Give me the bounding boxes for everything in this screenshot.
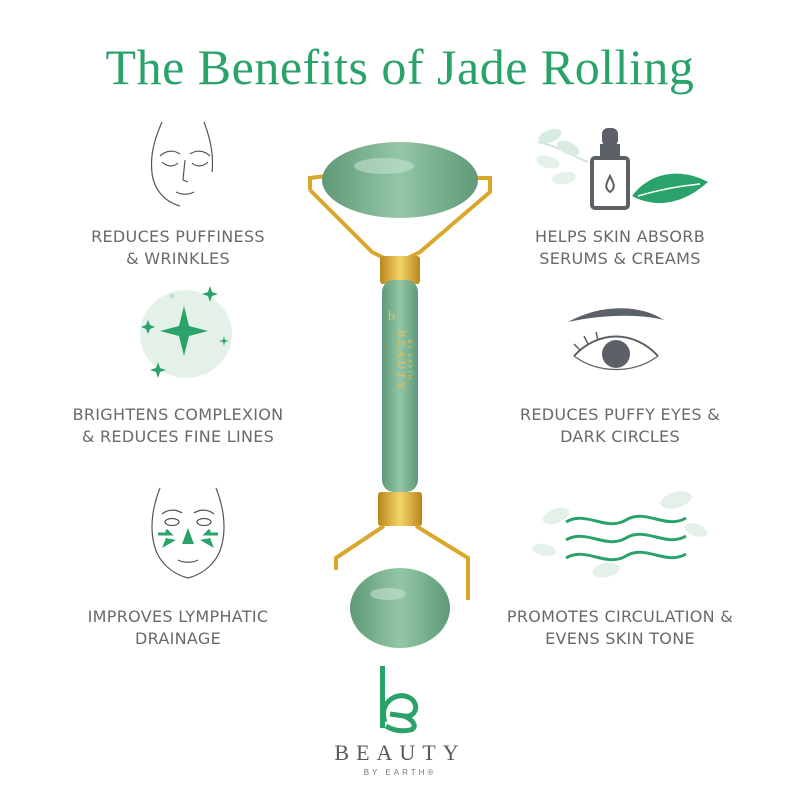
eye-icon [568, 308, 664, 371]
brand-tagline: BY EARTH® [363, 768, 437, 777]
roller-brand-line1: BEAUTY [395, 330, 407, 393]
benefit-line: & REDUCES FINE LINES [81, 427, 275, 446]
benefit-circulation: PROMOTES CIRCULATION & EVENS SKIN TONE [480, 606, 760, 650]
benefit-skin-absorb: HELPS SKIN ABSORB SERUMS & CREAMS [490, 226, 750, 270]
benefit-line: REDUCES PUFFINESS [91, 227, 265, 246]
brand-name: BEAUTY [334, 740, 466, 765]
benefit-line: IMPROVES LYMPHATIC [87, 607, 269, 626]
benefit-puffy-eyes: REDUCES PUFFY EYES & DARK CIRCLES [490, 404, 750, 448]
benefit-lymphatic-drainage: IMPROVES LYMPHATIC DRAINAGE [48, 606, 308, 650]
benefit-line: SERUMS & CREAMS [539, 249, 701, 268]
svg-text:b: b [388, 309, 395, 324]
benefit-line: HELPS SKIN ABSORB [535, 227, 705, 246]
sparkles-icon [140, 286, 232, 378]
circulation-waves-icon [532, 491, 708, 578]
face-lymphatic-arrows-icon [151, 487, 225, 579]
benefit-line: BRIGHTENS COMPLEXION [72, 405, 284, 424]
benefit-brightens-complexion: BRIGHTENS COMPLEXION & REDUCES FINE LINE… [48, 404, 308, 448]
benefit-line: EVENS SKIN TONE [545, 629, 695, 648]
benefit-line: DRAINAGE [135, 629, 221, 648]
benefit-line: REDUCES PUFFY EYES & [519, 405, 721, 424]
jade-roller-icon: BEAUTY BY EARTH b [308, 142, 492, 648]
roller-brand-line2: BY EARTH [406, 340, 412, 381]
benefit-line: & WRINKLES [126, 249, 230, 268]
be-logo-icon [380, 666, 419, 734]
face-closed-eyes-icon [150, 121, 214, 207]
page-title: The Benefits of Jade Rolling [105, 39, 695, 95]
serum-dropper-bottle-icon [536, 128, 708, 210]
benefit-reduces-puffiness: REDUCES PUFFINESS & WRINKLES [48, 226, 308, 270]
benefit-line: PROMOTES CIRCULATION & [506, 607, 734, 626]
benefit-line: DARK CIRCLES [560, 427, 680, 446]
